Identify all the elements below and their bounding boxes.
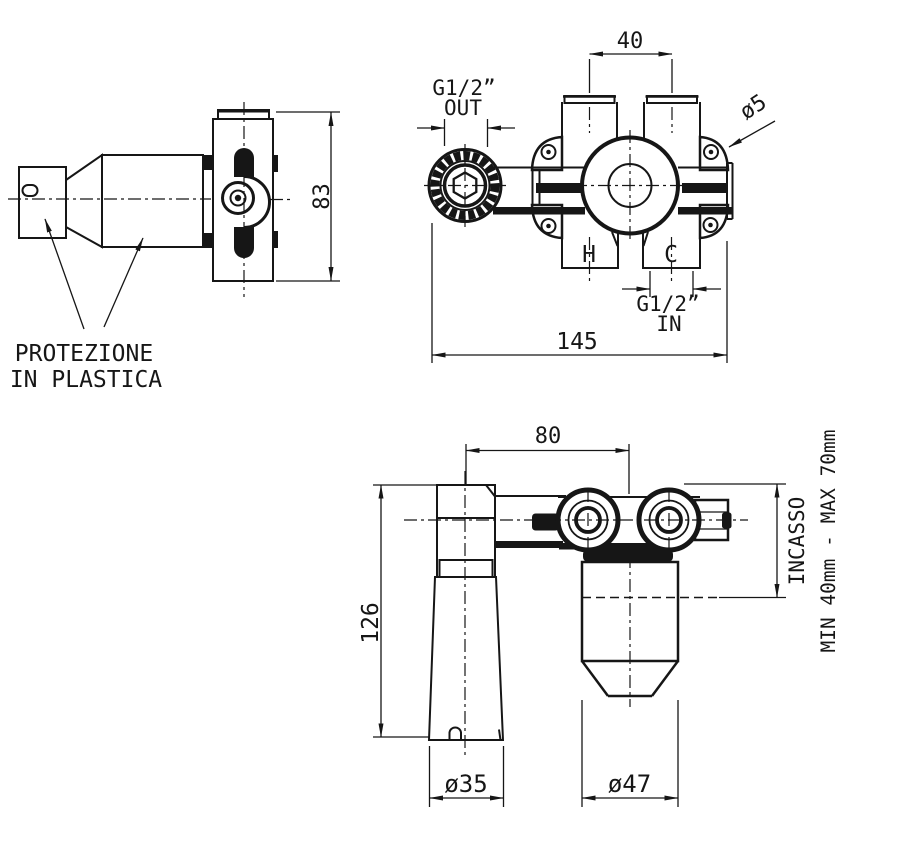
protection-note-line1: PROTEZIONE xyxy=(15,341,153,367)
spout-dia-label: ø35 xyxy=(444,770,487,798)
hot-port-label: H xyxy=(582,242,596,268)
outlet-thread-label: G1/2” xyxy=(432,76,495,100)
top-inlet-pipes xyxy=(561,95,701,168)
cold-port-label: C xyxy=(664,242,678,268)
dim-83-label: 83 xyxy=(310,183,335,210)
dim-126: 126 xyxy=(358,484,439,738)
dim-40-label: 40 xyxy=(617,29,644,54)
dim-40: 40 xyxy=(588,29,673,93)
inlet-direction-label: IN xyxy=(656,312,681,336)
outlet-arm xyxy=(493,162,734,220)
outlet-knob xyxy=(424,144,506,227)
protection-note: PROTEZIONE IN PLASTICA xyxy=(10,218,162,393)
screw-hole-dia-label: ø5 xyxy=(736,90,772,125)
dim-screw-hole: ø5 xyxy=(728,90,776,148)
valve-body-front xyxy=(574,130,686,241)
dim-126-label: 126 xyxy=(358,602,384,644)
recess-label: INCASSO xyxy=(785,497,809,586)
side-view: 83 PROTEZIONE IN PLASTICA xyxy=(8,102,340,393)
protection-cap-outline xyxy=(18,153,204,249)
bottom-inlet-pipes: H C xyxy=(561,206,701,283)
top-view-body xyxy=(495,495,732,550)
dim-body-dia: ø47 xyxy=(581,700,679,807)
dim-145: 145 xyxy=(431,223,728,363)
valve-flange-outline xyxy=(202,109,278,282)
dim-g12-out: G1/2” OUT xyxy=(417,76,515,147)
recess-range-label: MIN 40mm - MAX 70mm xyxy=(817,429,840,652)
side-view-centerlines xyxy=(8,102,291,297)
inlet-thread-label: G1/2” xyxy=(636,292,699,316)
dim-80-label: 80 xyxy=(535,424,562,449)
dim-83: 83 xyxy=(276,111,340,282)
front-view: H C G1/2” OUT 40 ø5 xyxy=(417,29,776,363)
dim-145-label: 145 xyxy=(556,329,598,355)
dim-g12-in: G1/2” IN xyxy=(622,271,721,336)
body-dia-label: ø47 xyxy=(608,770,651,798)
protection-note-line2: IN PLASTICA xyxy=(10,367,162,393)
outlet-direction-label: OUT xyxy=(444,96,482,120)
body-cylinder-top xyxy=(580,549,719,698)
top-view-centerlines xyxy=(404,471,748,758)
dim-80: 80 xyxy=(465,424,630,494)
spout-outline xyxy=(427,484,505,741)
dim-spout-dia: ø35 xyxy=(428,746,505,807)
dim-incasso: INCASSO MIN 40mm - MAX 70mm xyxy=(684,429,840,653)
top-view: 80 126 INCASSO MIN 40mm - MAX 70mm ø35 ø… xyxy=(358,424,840,807)
